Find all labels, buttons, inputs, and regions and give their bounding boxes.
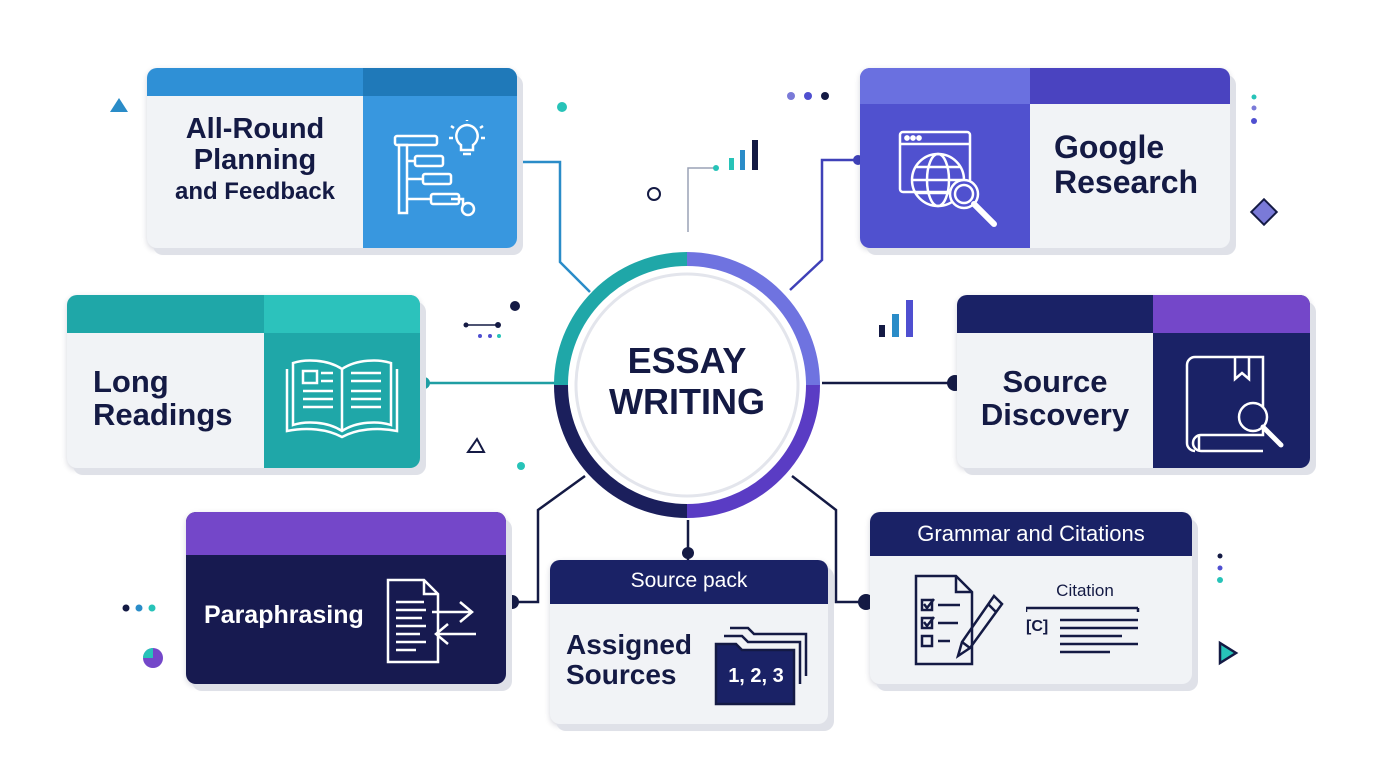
citation-lines-icon (1026, 606, 1140, 654)
document-arrows-icon (386, 578, 476, 664)
dot-decoration-teal (517, 462, 525, 470)
planning-card: All-Round Planning and Feedback (147, 68, 517, 248)
connector-google (789, 158, 858, 291)
source-discovery-label: Source Discovery (957, 365, 1153, 432)
google-research-card: Google Research (860, 68, 1230, 248)
source-pack-card: Source pack Assigned Sources 1, 2, 3 (550, 560, 828, 724)
connector-grammar (791, 475, 866, 604)
source-pack-label: Assigned Sources (566, 629, 693, 691)
source-pack-header (550, 560, 828, 604)
planning-label: All-Round Planning and Feedback (147, 113, 363, 205)
grammar-header-text: Grammar and Citations (917, 521, 1145, 546)
long-readings-label: Long Readings (93, 365, 233, 432)
diamond-decoration (1249, 197, 1279, 227)
checklist-pencil-icon (914, 574, 1004, 666)
dot-decoration (557, 102, 567, 112)
center-hub (554, 252, 820, 518)
connector-paraphrasing (512, 474, 586, 604)
paraphrasing-card: Paraphrasing (186, 512, 506, 684)
source-pack-header-text: Source pack (630, 569, 748, 592)
connector-dot-sourcepack (682, 547, 694, 559)
open-book-icon (285, 359, 399, 439)
folder-label: 1, 2, 3 (728, 665, 784, 687)
planning-label-line1: All-Round (185, 113, 325, 145)
bar-chart-decoration-right (879, 300, 913, 337)
source-discovery-label-line1: Source (1002, 364, 1108, 399)
long-readings-label-line2: Readings (93, 397, 233, 433)
pie-decoration (143, 648, 163, 668)
connector-planning (518, 160, 591, 293)
source-pack-label-line2: Sources (566, 659, 677, 691)
globe-magnifier-icon (898, 130, 997, 227)
source-pack-label-line1: Assigned (566, 629, 693, 660)
grammar-card: Grammar and Citations Citation [C] (870, 512, 1192, 684)
grammar-header (870, 512, 1192, 556)
center-title-line1: ESSAY (627, 340, 747, 381)
citation-label: Citation (1056, 581, 1114, 600)
flowchart-lightbulb-icon (393, 120, 485, 217)
source-discovery-card: Source Discovery (957, 295, 1310, 468)
paraphrasing-label: Paraphrasing (204, 601, 364, 629)
dots-decoration-right (1251, 94, 1257, 124)
nodes-decoration (463, 301, 520, 338)
dots-decoration-top (787, 92, 829, 100)
center-title-line2: WRITING (609, 381, 765, 423)
long-readings-label-line1: Long (93, 364, 169, 399)
google-research-label-line2: Research (1054, 163, 1199, 200)
source-discovery-label-line2: Discovery (980, 397, 1130, 433)
planning-label-line2: Planning (193, 144, 317, 177)
planning-label-line3: and Feedback (174, 177, 336, 205)
dots-decoration-bottom-right (1217, 553, 1223, 583)
play-decoration (1218, 640, 1239, 666)
google-research-label: Google Research (1054, 130, 1198, 199)
connector-dot-readings (418, 377, 430, 389)
center-title: ESSAY WRITING (551, 340, 823, 423)
citation-marker: [C] (1026, 618, 1049, 635)
triangle-decoration (110, 98, 128, 112)
triangle-outline-decoration (466, 437, 486, 453)
dots-decoration-left (122, 604, 156, 612)
google-research-label-line1: Google (1054, 129, 1165, 165)
folders-icon (714, 626, 808, 706)
connector-dot-paraphrasing (505, 595, 519, 609)
bar-chart-decoration (687, 140, 758, 232)
ring-decoration (647, 187, 661, 201)
book-magnifier-icon (1185, 355, 1284, 453)
long-readings-card: Long Readings (67, 295, 420, 468)
